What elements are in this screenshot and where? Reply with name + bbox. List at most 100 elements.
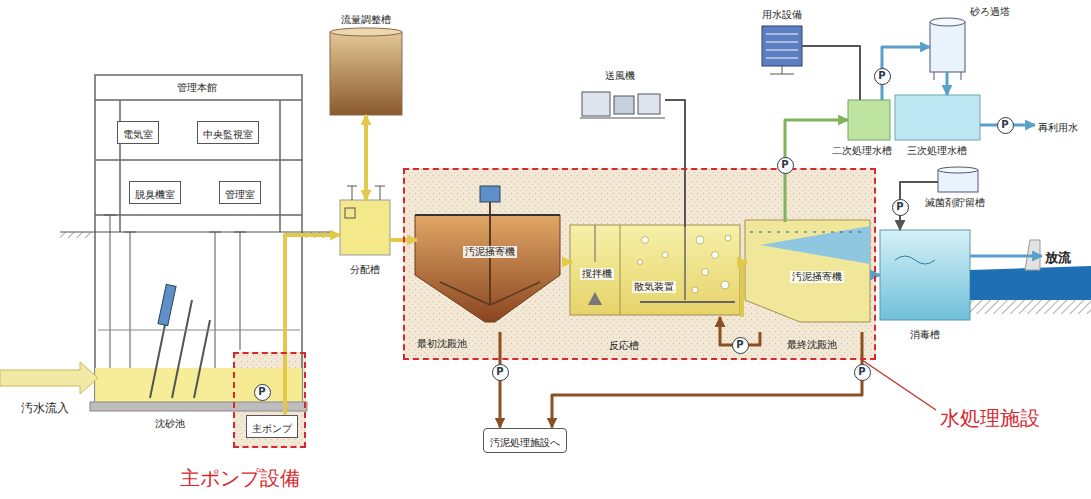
pump-symbol: P xyxy=(854,364,871,381)
water-supply-unit xyxy=(766,34,798,35)
river-discharge xyxy=(970,300,1091,314)
node-label: 滅菌剤貯留槽 xyxy=(925,197,985,209)
screen-gates xyxy=(150,284,210,398)
valve-stems xyxy=(215,232,216,368)
building: 管理本館電気室中央監視室脱臭機室管理室 xyxy=(92,74,305,415)
water-supply-unit xyxy=(762,26,802,66)
node-label: 主ポンプ xyxy=(252,423,292,435)
node-label: 分配槽 xyxy=(350,264,380,276)
final-settling-tank: 汚泥掻寄機最終沈殿池 xyxy=(747,222,872,332)
flow-label: 汚水流入 xyxy=(21,401,69,415)
node-label: 流量調整槽 xyxy=(341,14,391,26)
valve-stems xyxy=(98,215,300,368)
node-label: 汚泥処理施設へ xyxy=(490,437,560,449)
node-label: 撹拌機 xyxy=(580,268,614,280)
reaction-tank: 撹拌機散気装置反応槽 xyxy=(572,227,742,317)
reaction-tank xyxy=(684,225,686,300)
flow-adjust-tank xyxy=(330,28,402,36)
pipe-connector xyxy=(665,100,685,227)
pipe-connector xyxy=(785,120,848,222)
water-supply-unit xyxy=(770,74,794,75)
sand-filter-tower xyxy=(930,18,965,80)
node-label: 汚泥掻寄機 xyxy=(790,271,844,283)
pipe-connector xyxy=(970,255,1042,258)
sterilizer-tank xyxy=(938,167,978,192)
building-structure xyxy=(95,159,302,161)
disinfection-tank xyxy=(880,230,970,320)
reaction-tank xyxy=(595,225,596,262)
primary-settling-tank xyxy=(480,186,500,202)
valve-stems xyxy=(104,215,116,216)
disinfection-tank xyxy=(880,230,970,320)
ground-line xyxy=(60,232,95,238)
reuse-water-label: 再利用水 xyxy=(1035,114,1081,137)
reaction-tank xyxy=(620,225,621,315)
treated-water-tanks xyxy=(895,95,980,140)
node-label: 消毒槽 xyxy=(910,329,940,341)
blower xyxy=(638,94,660,114)
building-structure xyxy=(119,160,121,232)
water-supply-unit xyxy=(766,50,798,51)
blower xyxy=(580,92,665,118)
valve-stems xyxy=(130,232,131,368)
valve-stems xyxy=(209,232,221,233)
pipe-connector xyxy=(872,274,880,277)
water-supply-unit xyxy=(766,42,798,43)
water-treatment-region: 水処理施設汚泥掻寄機最初沈殿池撹拌機散気装置反応槽汚泥掻寄機最終沈殿池 xyxy=(403,168,876,360)
node-label: 放流 xyxy=(1045,250,1071,266)
valve-stems xyxy=(240,232,241,350)
node-label: 最終沈殿池 xyxy=(787,339,837,351)
reaction-tank xyxy=(692,287,698,293)
blower xyxy=(582,92,610,116)
inflow-arrow xyxy=(0,362,98,394)
reaction-tank xyxy=(725,235,731,241)
reaction-tank xyxy=(642,237,649,244)
distribution-tank xyxy=(347,186,357,187)
node-label: 三次処理水槽 xyxy=(907,145,967,157)
node-label: 送風機 xyxy=(605,70,635,82)
pump-symbol: P xyxy=(874,68,891,85)
node-label: 再利用水 xyxy=(1038,122,1078,134)
building-structure xyxy=(279,160,281,232)
ground-line xyxy=(60,231,332,232)
distribution-tank xyxy=(375,186,385,187)
pipe-connector xyxy=(562,260,572,264)
pump-symbol: P xyxy=(777,157,794,174)
valve-stems xyxy=(110,215,111,368)
room-box: 脱臭機室 xyxy=(129,181,181,204)
pipe-connector xyxy=(946,72,949,95)
secondary-water-tank: 二次処理水槽 xyxy=(848,100,890,140)
tertiary-water-tank: 三次処理水槽 xyxy=(895,95,980,140)
river-discharge xyxy=(970,240,1091,314)
blower xyxy=(580,118,665,119)
final-settling-tank xyxy=(745,220,870,322)
pipe-connector xyxy=(802,46,860,100)
water-supply-unit xyxy=(782,66,783,74)
node-label: 二次処理水槽 xyxy=(832,145,892,157)
node-label: 沈砂池 xyxy=(155,418,185,430)
pipe-connector xyxy=(742,262,747,317)
building-structure xyxy=(95,75,302,405)
flow-adjust-tank: 流量調整槽 xyxy=(330,32,402,115)
room-box: 中央監視室 xyxy=(197,121,259,144)
pump-symbol: P xyxy=(492,364,509,381)
distribution-tank: 分配槽 xyxy=(340,200,390,255)
building-structure xyxy=(95,214,302,216)
sand-filter-tower xyxy=(930,22,965,72)
pump-symbol: P xyxy=(892,199,909,216)
node-label: 電気室 xyxy=(123,129,153,141)
room-box: 電気室 xyxy=(117,121,159,144)
primary-settling-tank xyxy=(415,214,560,216)
primary-settling-tank: 汚泥掻寄機最初沈殿池 xyxy=(417,217,562,332)
valve-stems xyxy=(234,232,246,233)
pump-facility-region: 主ポンプ設備主ポンプ xyxy=(233,352,306,448)
valve-stems xyxy=(124,232,136,233)
disinfection-tank xyxy=(895,256,935,264)
region-ground xyxy=(233,168,876,448)
sand-filter-tower: 砂ろ過塔 xyxy=(930,22,965,72)
distribution-tank xyxy=(380,186,381,200)
pump-symbol: P xyxy=(732,337,749,354)
primary-settling-tank xyxy=(415,186,560,322)
